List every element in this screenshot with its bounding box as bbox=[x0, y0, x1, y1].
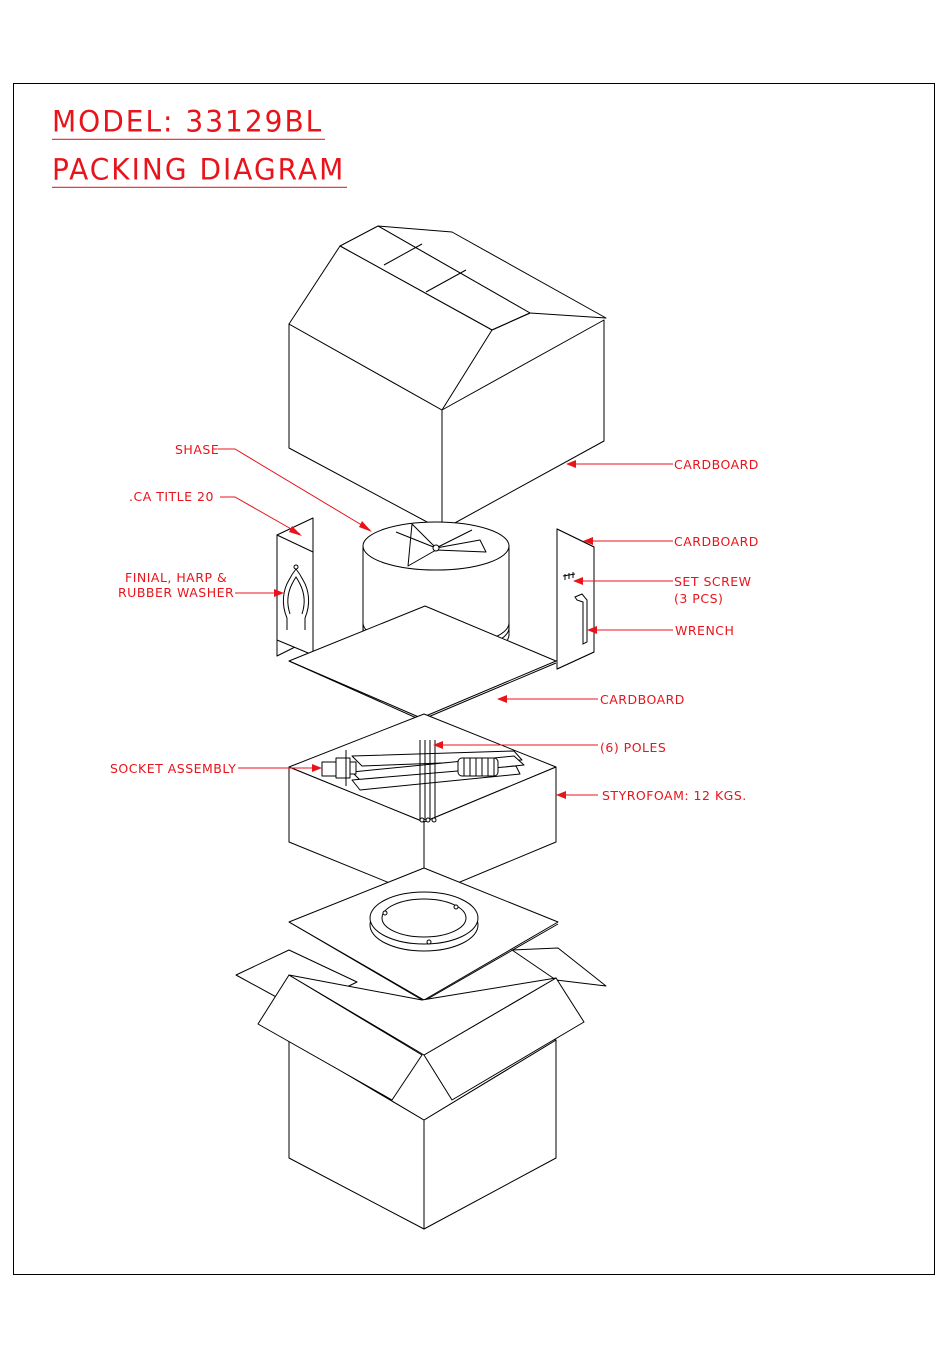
label-cardboard-top: CARDBOARD bbox=[674, 457, 759, 472]
label-shase: SHASE bbox=[175, 442, 219, 457]
label-socket-assembly: SOCKET ASSEMBLY bbox=[110, 761, 236, 776]
cord-coil-icon bbox=[458, 758, 498, 776]
label-ca-title: .CA TITLE 20 bbox=[129, 489, 214, 504]
label-cardboard-side: CARDBOARD bbox=[674, 534, 759, 549]
label-finial-line1: FINIAL, HARP & bbox=[125, 570, 227, 585]
label-cardboard-sheet: CARDBOARD bbox=[600, 692, 685, 707]
cardboard-sheet bbox=[289, 606, 556, 718]
label-set-screw-line1: SET SCREW bbox=[674, 574, 752, 589]
label-set-screw-line2: (3 PCS) bbox=[674, 591, 723, 606]
label-finial-line2: RUBBER WASHER bbox=[118, 585, 234, 600]
top-carton bbox=[289, 226, 606, 530]
right-side-cardboard bbox=[557, 529, 594, 669]
label-styrofoam: STYROFOAM: 12 KGS. bbox=[602, 788, 747, 803]
left-side-cardboard bbox=[277, 518, 313, 656]
label-poles: (6) POLES bbox=[600, 740, 666, 755]
label-wrench: WRENCH bbox=[675, 623, 734, 638]
